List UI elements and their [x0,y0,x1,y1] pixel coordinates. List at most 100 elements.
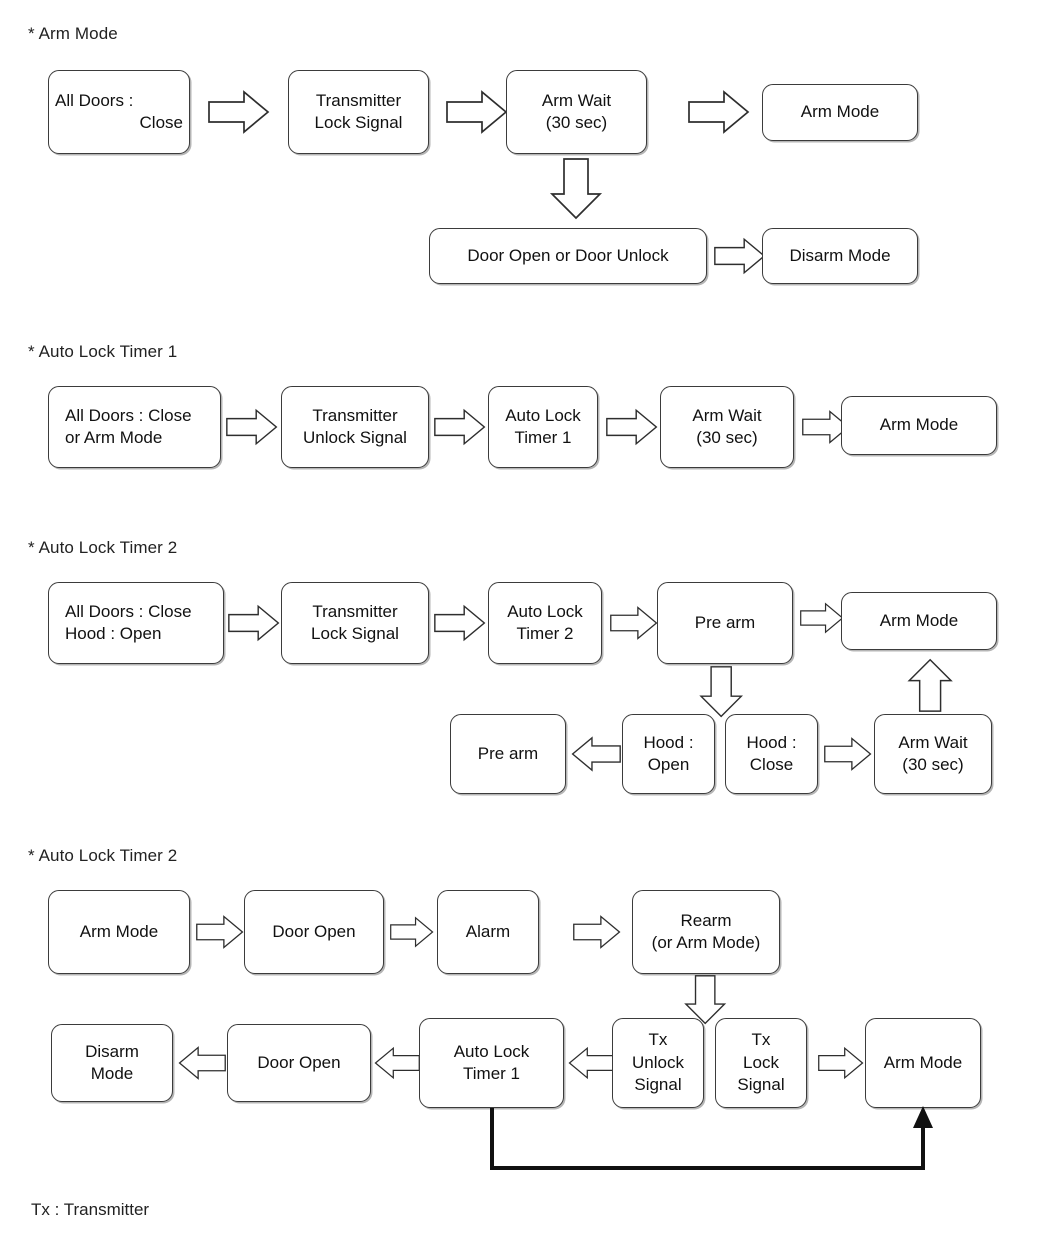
node-line: Lock [743,1052,779,1072]
node-rearm: Rearm (or Arm Mode) [632,890,780,974]
arrow-right-icon [802,406,850,448]
node-line: Arm Mode [879,415,959,435]
node-door-open-or-door-unlock: Door Open or Door Unlock [429,228,707,284]
node-auto-lock-timer-2: Auto Lock Timer 2 [488,582,602,664]
node-line: Transmitter [312,405,398,425]
node-line: Hood : [643,732,694,752]
node-arm-mode: Arm Mode [841,396,997,455]
node-alarm: Alarm [437,890,539,974]
node-pre-arm-top: Pre arm [657,582,793,664]
arrow-right-icon [606,406,658,448]
node-line: Signal [634,1075,682,1095]
node-line: Open [647,755,690,774]
node-line: Tx [648,1030,668,1050]
node-line: (30 sec) [696,428,758,447]
node-auto-lock-timer-1: Auto Lock Timer 1 [488,386,598,468]
node-line: Lock Signal [311,624,399,643]
node-line: Auto Lock [453,1041,530,1061]
node-line: Arm Mode [79,921,159,941]
node-line: Door Open [272,921,356,941]
node-arm-wait: Arm Wait (30 sec) [874,714,992,794]
node-line: Unlock Signal [303,428,407,447]
arrow-down-icon [697,666,747,718]
node-line: Close [749,755,794,774]
node-line: (30 sec) [545,113,608,132]
section-label-auto-lock-timer-2-a: * Auto Lock Timer 2 [28,538,178,557]
node-line: Arm Mode [883,1052,963,1072]
node-line: Auto Lock [507,601,583,621]
feedback-loop-connector [480,1100,950,1180]
arrow-right-icon [226,406,278,448]
node-line: Auto Lock [505,405,581,425]
node-line: Unlock [632,1052,684,1072]
arrow-right-icon [714,234,766,278]
arrow-right-icon [688,90,750,134]
node-hood-open: Hood : Open [622,714,715,794]
footer-legend-tx: Tx : Transmitter [31,1200,150,1219]
node-arm-wait: Arm Wait (30 sec) [660,386,794,468]
arrow-right-icon [208,90,270,134]
node-line: Close [139,113,183,132]
arrow-right-icon [610,602,658,644]
node-line: Alarm [465,921,511,941]
arrow-left-icon [178,1042,226,1084]
node-line: Transmitter [315,90,402,110]
node-arm-mode: Arm Mode [762,84,918,141]
node-line: Arm Mode [879,610,959,630]
node-line: Timer 1 [514,428,572,447]
node-line: Timer 1 [463,1064,520,1083]
node-line: (or Arm Mode) [651,933,761,952]
arrow-left-icon [571,732,621,776]
node-line: Pre arm [477,743,539,763]
node-line: Arm Mode [800,102,880,122]
node-line: Door Open or Door Unlock [467,245,669,265]
arrow-right-icon [228,602,280,644]
section-label-auto-lock-timer-2-b: * Auto Lock Timer 2 [28,846,178,865]
node-pre-arm-bottom: Pre arm [450,714,566,794]
arrow-up-icon [906,658,956,712]
arrow-down-icon [549,158,604,220]
node-line: Hood : [746,732,797,752]
arrow-right-icon [818,1042,864,1084]
arrow-left-icon [374,1042,420,1084]
arrow-right-icon [434,602,486,644]
node-arm-mode-end: Arm Mode [865,1018,981,1108]
node-line: All Doors : [55,90,134,110]
node-arm-mode: Arm Mode [841,592,997,650]
node-transmitter-unlock-signal: Transmitter Unlock Signal [281,386,429,468]
node-line: Disarm [85,1041,139,1061]
node-line: Door Open [257,1052,341,1072]
node-line: Pre arm [694,612,756,632]
node-door-open-bottom: Door Open [227,1024,371,1102]
node-disarm-mode: Disarm Mode [762,228,918,284]
node-hood-close: Hood : Close [725,714,818,794]
node-arm-mode-start: Arm Mode [48,890,190,974]
node-arm-wait: Arm Wait (30 sec) [506,70,647,154]
node-line: Rearm [680,910,732,930]
node-transmitter-lock-signal: Transmitter Lock Signal [288,70,429,154]
node-line: Tx [751,1030,771,1050]
node-line: (30 sec) [902,755,964,774]
node-line: Lock Signal [314,113,403,132]
node-disarm-mode: Disarm Mode [51,1024,173,1102]
node-door-open-top: Door Open [244,890,384,974]
node-line: Hood : Open [65,624,162,643]
node-transmitter-lock-signal: Transmitter Lock Signal [281,582,429,664]
node-line: Arm Wait [692,405,762,425]
node-tx-lock-signal: Tx Lock Signal [715,1018,807,1108]
arrow-right-icon [390,910,434,954]
node-line: or Arm Mode [65,428,163,447]
section-label-arm-mode: * Arm Mode [28,24,118,43]
node-line: Arm Wait [541,90,612,110]
section-label-auto-lock-timer-1: * Auto Lock Timer 1 [28,342,178,361]
node-line: Disarm Mode [789,245,891,265]
node-all-doors-close-hood-open: All Doors : Close Hood : Open [48,582,224,664]
arrow-left-icon [568,1042,614,1084]
arrow-right-icon [824,732,872,776]
arrow-right-icon [573,910,621,954]
node-line: Transmitter [312,601,398,621]
node-tx-unlock-signal: Tx Unlock Signal [612,1018,704,1108]
node-line: Timer 2 [516,624,574,643]
node-all-doors-close: All Doors : Close [48,70,190,154]
